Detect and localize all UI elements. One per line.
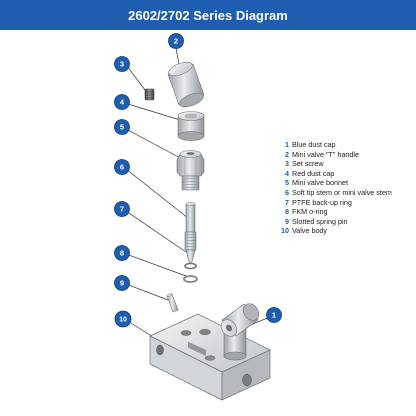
red-dust-cap-part	[177, 111, 205, 141]
legend-number: 10	[281, 226, 289, 236]
callout-10: 10	[114, 310, 132, 328]
legend-number: 4	[285, 168, 289, 178]
blue-dust-cap-part	[220, 303, 260, 361]
legend-label: Red dust cap	[292, 168, 335, 178]
exploded-view-diagram: 2 3 4 5 6 7 8	[114, 33, 282, 401]
leader-line-3	[126, 65, 149, 95]
leader-line-9	[125, 283, 169, 301]
legend-item: 1 Blue dust cap	[280, 140, 392, 150]
legend-number: 6	[285, 187, 289, 197]
legend-label: Mini valve bonnet	[292, 178, 348, 188]
valve-bonnet-part	[176, 150, 205, 191]
callout-label: 3	[120, 60, 124, 69]
leader-line-8	[125, 253, 187, 277]
callout-label: 5	[120, 123, 124, 132]
legend-item: 4 Red dust cap	[280, 169, 392, 179]
legend-label: Soft tip stem or mini valve stem	[292, 187, 392, 197]
legend-number: 8	[285, 207, 289, 217]
t-handle-part	[167, 61, 205, 108]
callout-7: 7	[114, 201, 130, 217]
legend-number: 1	[285, 140, 289, 149]
leader-lines	[125, 47, 271, 341]
callout-label: 6	[120, 163, 124, 172]
legend-label: Valve body	[292, 226, 328, 236]
legend-item: 6 Soft tip stem or mini valve stem	[280, 188, 392, 198]
callout-9: 9	[114, 275, 130, 291]
leader-line-7	[125, 210, 187, 253]
set-screw-part	[144, 88, 155, 101]
valve-body-part	[149, 313, 271, 401]
callout-label: 10	[119, 317, 127, 324]
backup-ring-part	[184, 262, 197, 270]
callout-label: 8	[120, 249, 124, 258]
legend-item: 10 Valve body	[280, 226, 392, 236]
page-title: 2602/2702 Series Diagram	[128, 7, 288, 23]
leader-line-5	[125, 128, 185, 161]
title-bar: 2602/2702 Series Diagram	[0, 0, 416, 30]
callout-label: 1	[272, 311, 276, 320]
legend-item: 9 Slotted spring pin	[280, 217, 392, 227]
spring-pin-part	[166, 293, 179, 313]
legend-item: 7 PTFE back-up ring	[280, 198, 392, 208]
parts-legend: 1 Blue dust cap 2 Mini valve "T" handle …	[280, 140, 392, 236]
callouts: 2 3 4 5 6 7 8	[114, 33, 282, 328]
legend-label: Slotted spring pin	[292, 216, 348, 226]
callout-label: 9	[120, 279, 124, 288]
legend-number: 5	[285, 178, 289, 188]
callout-6: 6	[114, 159, 130, 175]
legend-number: 9	[285, 216, 289, 226]
callout-5: 5	[114, 119, 130, 135]
leader-line-4	[127, 103, 181, 121]
legend-item: 8 FKM o-ring	[280, 207, 392, 217]
legend-number: 7	[285, 197, 289, 207]
legend-number: 2	[285, 149, 289, 159]
legend-label: Mini valve "T" handle	[292, 149, 360, 159]
callout-label: 2	[174, 37, 178, 46]
legend-label: FKM o-ring	[292, 207, 328, 217]
legend-item: 3 Set screw	[280, 159, 392, 169]
legend-label: Blue dust cap	[292, 140, 336, 149]
legend-item: 2 Mini valve "T" handle	[280, 150, 392, 160]
legend-label: Set screw	[292, 159, 324, 169]
legend-label: PTFE back-up ring	[292, 197, 352, 207]
callout-1: 1	[266, 307, 282, 323]
callout-label: 4	[120, 98, 125, 107]
legend-number: 3	[285, 159, 289, 169]
o-ring-part	[183, 275, 198, 283]
callout-3: 3	[114, 56, 130, 72]
callout-4: 4	[114, 94, 130, 110]
callout-8: 8	[114, 245, 130, 261]
legend-item: 5 Mini valve bonnet	[280, 178, 392, 188]
callout-2: 2	[168, 33, 184, 49]
leader-line-6	[125, 168, 189, 219]
valve-stem-part	[184, 202, 197, 263]
callout-label: 7	[120, 205, 124, 214]
